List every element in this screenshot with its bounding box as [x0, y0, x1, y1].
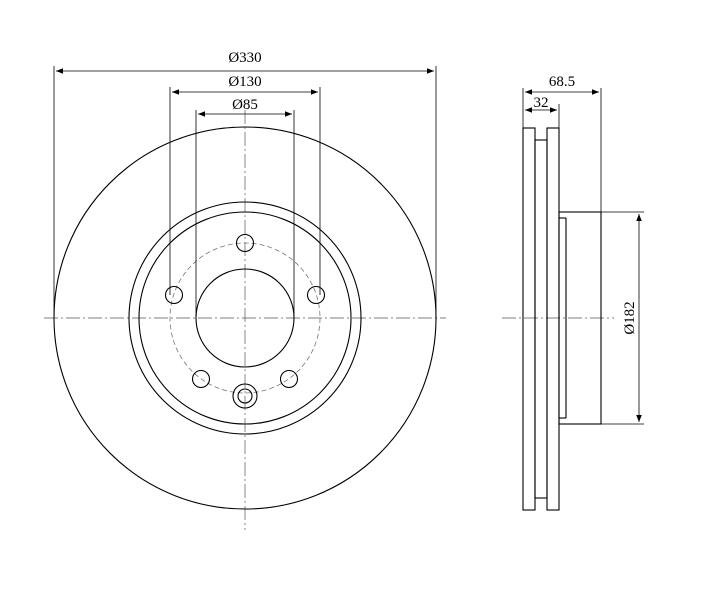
- dimension-bolt-circle-diameter: Ø130: [169, 74, 321, 295]
- locating-screw-hole-outer: [232, 383, 258, 409]
- dimension-overall-height: 68.5: [522, 74, 602, 212]
- front-view: Ø330 Ø130 Ø85: [44, 50, 446, 530]
- bolt-circle: [169, 242, 321, 394]
- center-bore-diameter-label: Ø85: [232, 97, 258, 113]
- inboard-friction-ring: [546, 127, 560, 511]
- bolt-hole-lower-right: [279, 369, 299, 389]
- hat-outer-edge: [128, 201, 362, 435]
- dimension-outer-diameter: Ø330: [53, 50, 437, 318]
- dimension-center-bore-diameter: Ø85: [195, 97, 295, 318]
- hat-diameter-label: Ø182: [622, 301, 638, 334]
- outer-diameter-label: Ø330: [228, 50, 261, 66]
- disc-thickness-label: 32: [534, 95, 549, 111]
- dimension-hat-diameter: Ø182: [601, 211, 644, 425]
- dimension-disc-thickness: 32: [525, 95, 560, 128]
- bolt-circle-diameter-label: Ø130: [228, 74, 261, 90]
- overall-height-label: 68.5: [549, 74, 575, 90]
- hat-section: [558, 211, 602, 425]
- locating-screw-hole-inner: [237, 388, 253, 404]
- bolt-hole-upper-right: [306, 285, 326, 305]
- hat-inner-edge: [138, 211, 352, 425]
- bolt-hole-lower-left: [191, 369, 211, 389]
- outboard-friction-ring: [522, 127, 536, 511]
- bolt-hole-top: [235, 233, 255, 253]
- side-view: 68.5 32 Ø182: [502, 74, 644, 511]
- bolt-hole-upper-left: [164, 285, 184, 305]
